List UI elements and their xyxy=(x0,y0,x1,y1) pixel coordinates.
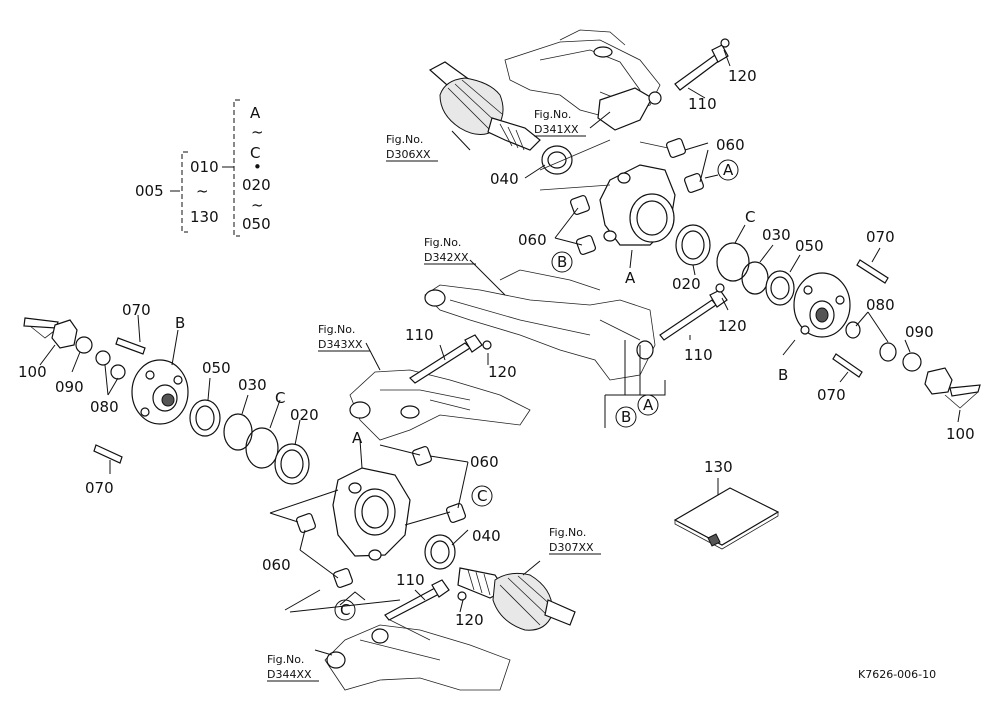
callout-040: 040 xyxy=(490,170,519,188)
legend-050: 050 xyxy=(242,215,271,233)
circle-marker-C xyxy=(334,599,356,621)
left-lower-labels: 070 B 100 090 080 050 030 C 020 070 110 … xyxy=(18,301,601,682)
circle-marker-C xyxy=(471,485,493,507)
legend-tilde: ~ xyxy=(251,196,264,214)
circle-marker-B xyxy=(551,251,573,273)
callout-A: A xyxy=(643,396,654,414)
callout-080: 080 xyxy=(866,296,895,314)
callout-C: C xyxy=(477,487,487,505)
legend-tilde: ~ xyxy=(251,123,264,141)
callout-B: B xyxy=(621,408,631,426)
callout-070: 070 xyxy=(817,386,846,404)
callout-070: 070 xyxy=(866,228,895,246)
fig-ref-d341: D341XX xyxy=(534,123,579,136)
callout-110: 110 xyxy=(405,326,434,344)
callout-C: C xyxy=(340,601,350,619)
callout-110: 110 xyxy=(688,95,717,113)
callout-120: 120 xyxy=(718,317,747,335)
instruction-sheet-130: 130 xyxy=(673,458,780,550)
fig-ref-d343: D343XX xyxy=(318,338,363,351)
callout-B: B xyxy=(175,314,185,332)
legend-C: C xyxy=(250,144,260,162)
callout-A: A xyxy=(352,429,363,447)
callout-020: 020 xyxy=(672,275,701,293)
callout-C: C xyxy=(745,208,755,226)
callout-130: 130 xyxy=(704,458,733,476)
legend-130: 130 xyxy=(190,208,219,226)
circle-marker-A xyxy=(717,159,739,181)
legend-005: 005 xyxy=(135,182,164,200)
legend-bracket: 005 010 ~ 130 A ~ C • 020 ~ 050 xyxy=(135,99,271,237)
left-lower-assembly xyxy=(23,314,576,691)
fig-ref-d306: D306XX xyxy=(386,148,431,161)
legend-020: 020 xyxy=(242,176,271,194)
callout-090: 090 xyxy=(905,323,934,341)
legend-tilde: ~ xyxy=(196,182,209,200)
callout-040: 040 xyxy=(472,527,501,545)
callout-060: 060 xyxy=(716,136,745,154)
fig-ref-d306-title: Fig.No. xyxy=(386,133,423,146)
callout-A: A xyxy=(625,269,636,287)
callout-120: 120 xyxy=(455,611,484,629)
callout-060: 060 xyxy=(262,556,291,574)
callout-B: B xyxy=(557,253,567,271)
callout-060: 060 xyxy=(518,231,547,249)
fig-ref-d344-title: Fig.No. xyxy=(267,653,304,666)
callout-100: 100 xyxy=(18,363,47,381)
callout-100: 100 xyxy=(946,425,975,443)
callout-120: 120 xyxy=(488,363,517,381)
callout-050: 050 xyxy=(795,237,824,255)
callout-030: 030 xyxy=(238,376,267,394)
callout-060: 060 xyxy=(470,453,499,471)
callout-090: 090 xyxy=(55,378,84,396)
circle-marker-B xyxy=(615,406,637,428)
legend-dot: • xyxy=(253,158,262,176)
upper-right-assembly xyxy=(424,29,981,428)
legend-A: A xyxy=(250,104,261,122)
fig-ref-d344: D344XX xyxy=(267,668,312,681)
drawing-code: K7626-006-10 xyxy=(858,668,936,681)
callout-110: 110 xyxy=(396,571,425,589)
fig-ref-d342: D342XX xyxy=(424,251,469,264)
callout-B: B xyxy=(778,366,788,384)
callout-050: 050 xyxy=(202,359,231,377)
callout-120: 120 xyxy=(728,67,757,85)
callout-030: 030 xyxy=(762,226,791,244)
callout-020: 020 xyxy=(290,406,319,424)
callout-070: 070 xyxy=(122,301,151,319)
circle-marker-A xyxy=(637,394,659,416)
fig-ref-d343-title: Fig.No. xyxy=(318,323,355,336)
fig-ref-d307-title: Fig.No. xyxy=(549,526,586,539)
callout-A: A xyxy=(723,161,734,179)
callout-080: 080 xyxy=(90,398,119,416)
upper-right-labels: 120 110 060 A 040 060 B A 020 C 030 050 … xyxy=(386,67,975,443)
fig-ref-d307: D307XX xyxy=(549,541,594,554)
fig-ref-d341-title: Fig.No. xyxy=(534,108,571,121)
callout-070: 070 xyxy=(85,479,114,497)
fig-ref-d342-title: Fig.No. xyxy=(424,236,461,249)
callout-C: C xyxy=(275,389,285,407)
callout-110: 110 xyxy=(684,346,713,364)
legend-010: 010 xyxy=(190,158,219,176)
